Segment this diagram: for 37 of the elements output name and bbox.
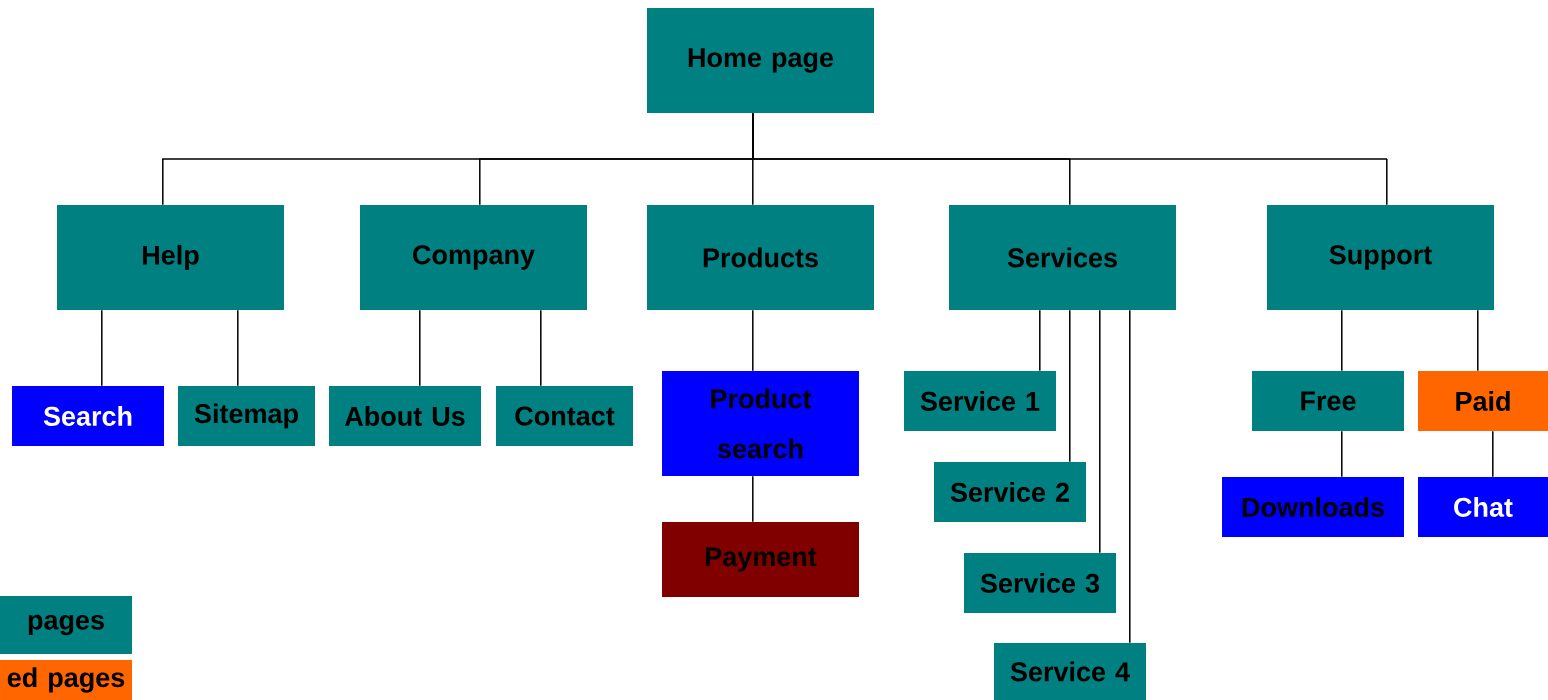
page-box: Contact (496, 386, 633, 446)
key-box: ed pages (0, 660, 132, 700)
page-box: Payment (662, 522, 859, 597)
connector-line (1492, 430, 1494, 478)
connector-line (1099, 309, 1101, 554)
page-box: Service 1 (904, 371, 1056, 431)
connector-line (1129, 309, 1131, 644)
connector-line (1069, 309, 1071, 463)
page-box: Support (1267, 205, 1494, 310)
connector-line (1341, 309, 1343, 372)
connector-line (101, 309, 103, 387)
connector-line (752, 112, 1388, 206)
page-box: Company (360, 205, 587, 310)
connector-line (1477, 309, 1479, 372)
page-box: Service 3 (964, 553, 1116, 613)
page-box: Search (12, 386, 164, 446)
page-box: Services (949, 205, 1176, 310)
page-box: Home page (647, 8, 874, 113)
connector-line (1341, 430, 1343, 478)
page-box: Paid (1418, 371, 1548, 431)
page-box: Product search (662, 371, 859, 476)
page-box: Help (57, 205, 284, 310)
page-box: About Us (329, 386, 481, 446)
page-box: Free (1252, 371, 1404, 431)
connector-line (752, 309, 754, 372)
connector-line (540, 309, 542, 387)
page-box: Service 4 (994, 643, 1146, 700)
page-box: Downloads (1222, 477, 1404, 537)
connector-line (419, 309, 421, 387)
page-box: Sitemap (178, 386, 315, 446)
connector-line (1039, 309, 1041, 372)
page-box: Products (647, 205, 874, 310)
connector-line (237, 309, 239, 387)
page-box: Chat (1418, 477, 1548, 537)
key-box: pages (0, 596, 132, 654)
page-box: Service 2 (934, 462, 1086, 522)
connector-line (752, 475, 754, 523)
